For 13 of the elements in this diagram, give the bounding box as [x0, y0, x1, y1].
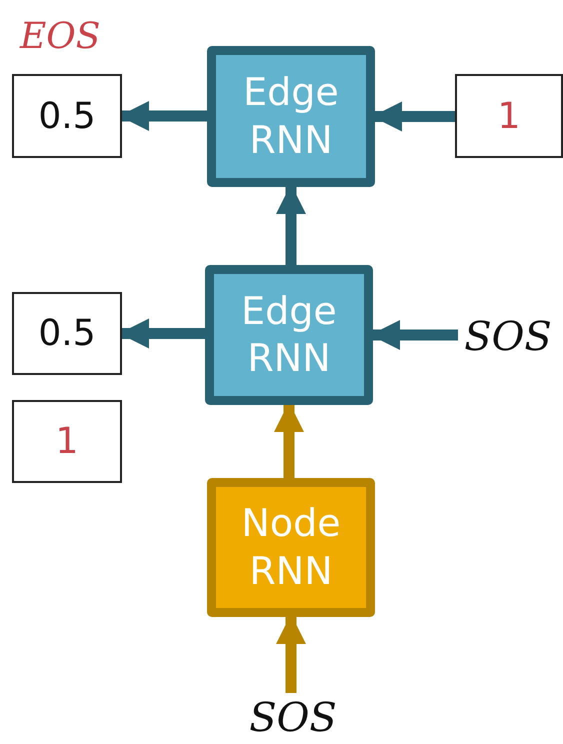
value-box: 1 [455, 74, 563, 158]
token-label: EOS [20, 16, 100, 57]
arrow [276, 184, 306, 265]
arrow [276, 614, 306, 693]
token-label: SOS [243, 693, 343, 743]
value-box: 0.5 [12, 74, 122, 158]
token-label: SOS [458, 312, 558, 362]
rnn-box: Node RNN [207, 478, 375, 617]
value-box: 0.5 [12, 292, 122, 375]
value-box: 1 [12, 400, 122, 483]
rnn-box: Edge RNN [207, 46, 375, 187]
rnn-box: Edge RNN [205, 265, 373, 405]
arrow [274, 402, 304, 478]
